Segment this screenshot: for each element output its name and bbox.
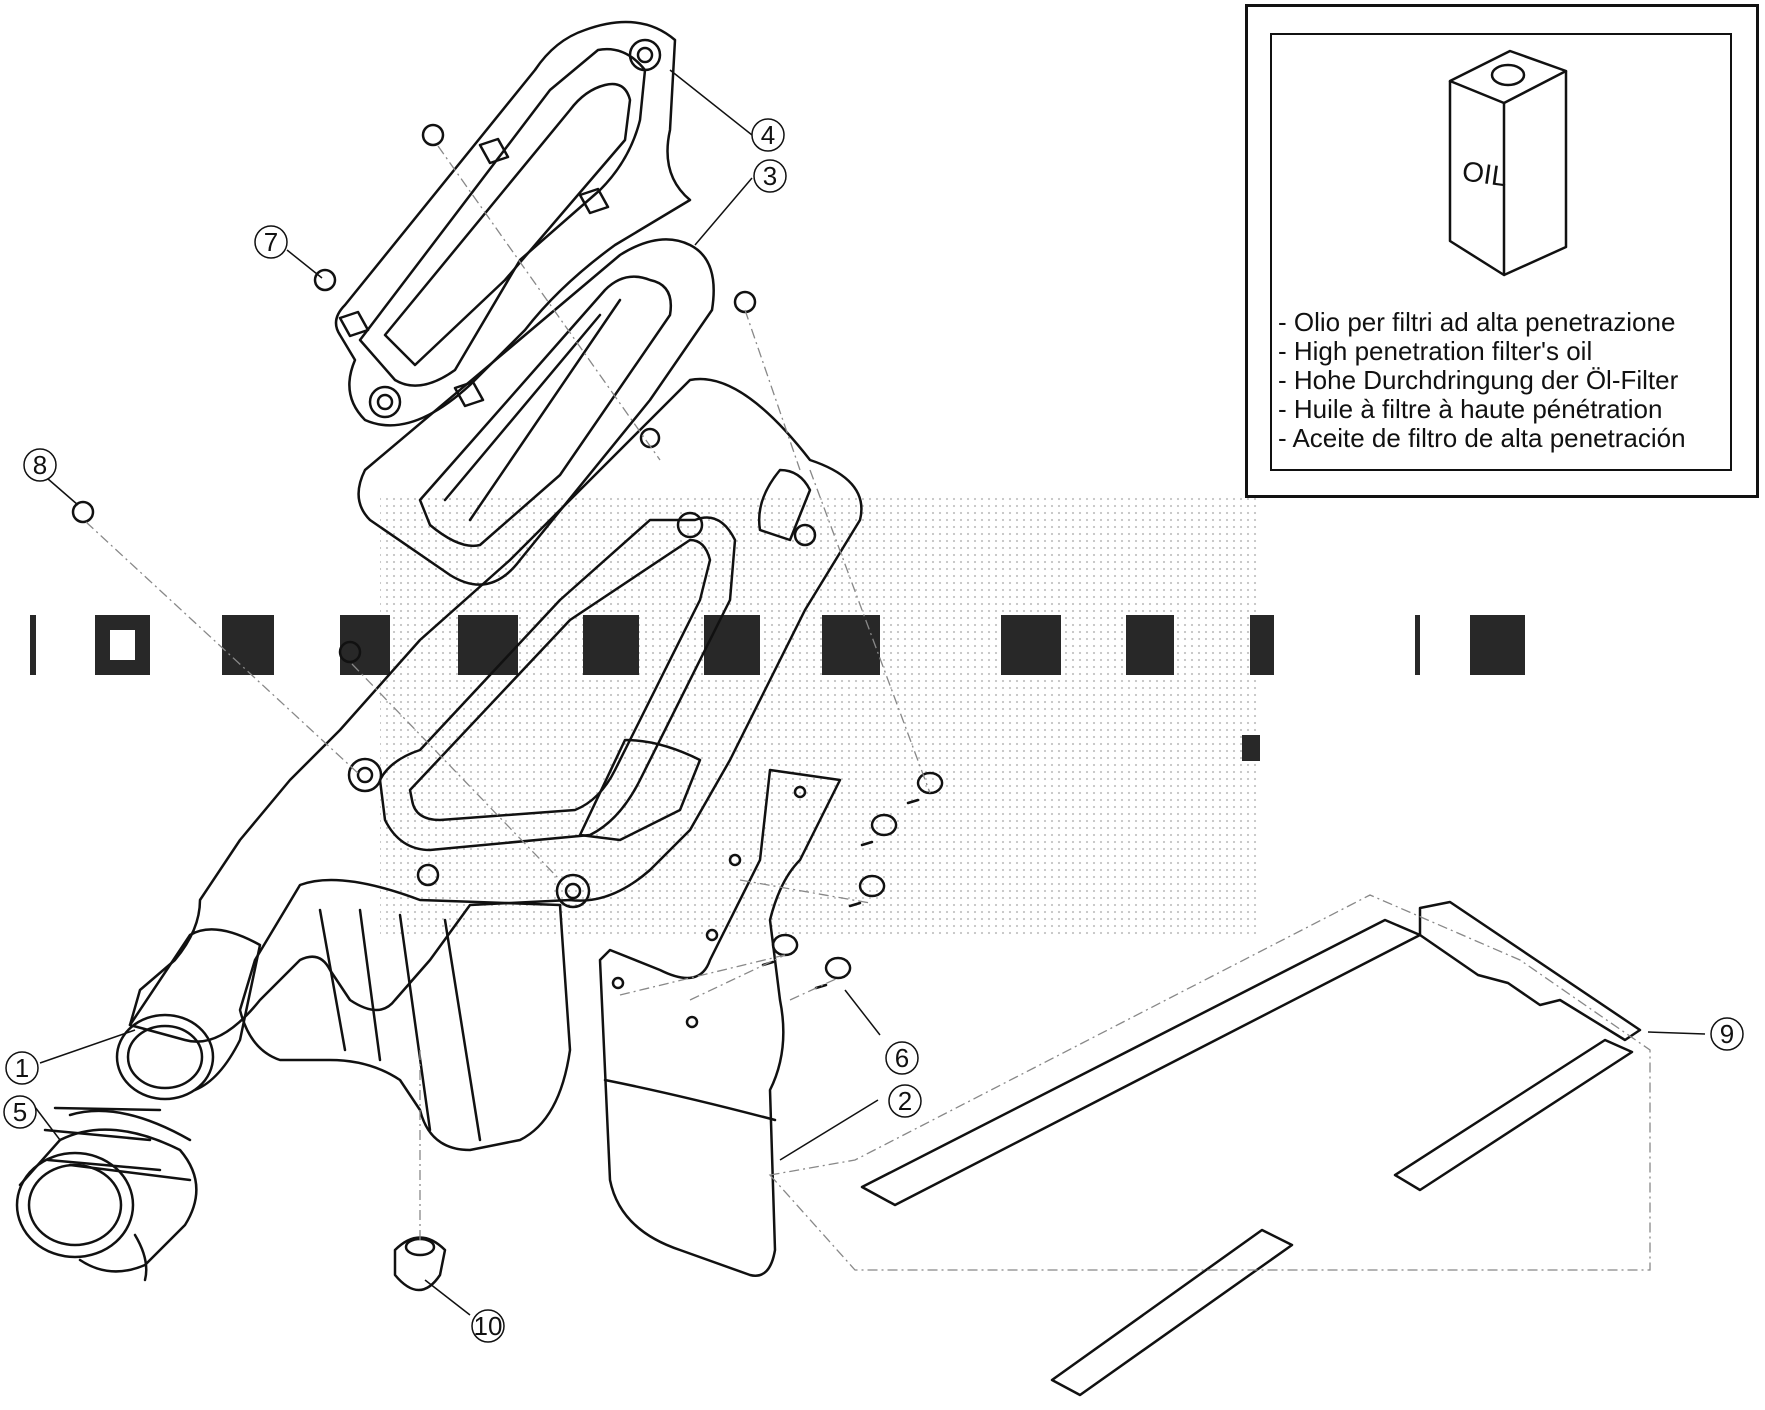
legend-line-spanish: - Aceite de filtro de alta penetración — [1278, 423, 1686, 453]
svg-text:4: 4 — [761, 120, 775, 150]
part-10-drain-plug — [393, 1236, 447, 1292]
callout-7: 7 — [254, 225, 288, 259]
svg-text:3: 3 — [763, 161, 777, 191]
part-8-nuts — [71, 500, 362, 664]
callout-4: 4 — [751, 118, 785, 152]
callout-1: 1 — [5, 1051, 39, 1085]
callout-10: 10 — [471, 1309, 505, 1343]
svg-text:1: 1 — [15, 1053, 29, 1083]
oil-legend-box: OIL - Olio per filtri ad alta penetrazio… — [1245, 4, 1759, 498]
callout-5: 5 — [3, 1095, 37, 1129]
part-6-screws — [761, 771, 944, 990]
leader-lines — [85, 145, 1651, 1271]
part-1-airbox — [115, 377, 863, 1152]
svg-text:5: 5 — [13, 1097, 27, 1127]
oil-legend-inner: OIL - Olio per filtri ad alta penetrazio… — [1270, 33, 1732, 471]
callout-3: 3 — [753, 159, 787, 193]
svg-text:9: 9 — [1720, 1019, 1734, 1049]
legend-line-italian: - Olio per filtri ad alta penetrazione — [1278, 307, 1676, 337]
svg-text:2: 2 — [898, 1086, 912, 1116]
svg-text:7: 7 — [264, 227, 278, 257]
oil-container-label: OIL — [1460, 155, 1509, 192]
part-2-flap — [598, 768, 842, 1277]
part-9-filter-strips — [860, 900, 1642, 1397]
callout-9: 9 — [1710, 1017, 1744, 1051]
legend-line-german: - Hohe Durchdringung der Öl-Filter — [1278, 365, 1679, 395]
watermark — [30, 495, 1525, 935]
oil-container-icon: OIL — [1448, 49, 1568, 277]
svg-text:10: 10 — [474, 1311, 503, 1341]
oil-legend-text: - Olio per filtri ad alta penetrazione -… — [1278, 308, 1728, 453]
svg-text:6: 6 — [895, 1043, 909, 1073]
callout-leaders — [34, 69, 1706, 1316]
part-7-nuts — [313, 123, 757, 314]
part-4-frame — [334, 20, 692, 427]
callout-8: 8 — [23, 448, 57, 482]
legend-line-french: - Huile à filtre à haute pénétration — [1278, 394, 1663, 424]
part-5-intake-boot — [15, 1106, 198, 1282]
callout-6: 6 — [885, 1041, 919, 1075]
part-3-gasket — [357, 238, 715, 586]
callout-circles: 1 2 3 4 5 6 7 — [3, 118, 1744, 1343]
callout-2: 2 — [888, 1084, 922, 1118]
svg-text:8: 8 — [33, 450, 47, 480]
legend-line-english: - High penetration filter's oil — [1278, 336, 1593, 366]
